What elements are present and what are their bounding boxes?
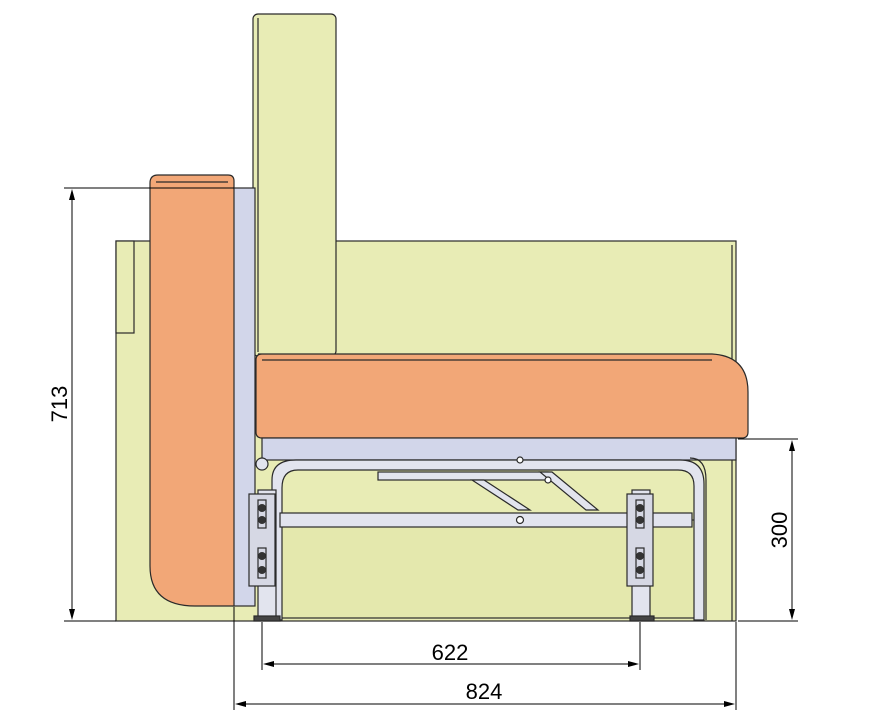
dimension-leg-span-label: 622 <box>432 640 469 665</box>
dimension-height-total-label: 713 <box>47 386 72 423</box>
seat-cushion <box>255 353 749 439</box>
dimension-height-total: 713 <box>47 187 234 622</box>
back-cushion <box>252 13 337 357</box>
dimension-depth-total: 824 <box>233 607 737 710</box>
armrest-cushion <box>149 174 235 607</box>
right-leg <box>626 489 655 622</box>
dimension-seat-height: 300 <box>738 438 798 622</box>
left-leg <box>248 489 281 622</box>
folding-mechanism <box>255 456 707 621</box>
mechanism-crossbar <box>279 512 693 528</box>
dimension-seat-height-label: 300 <box>767 512 792 549</box>
dimension-depth-total-label: 824 <box>466 679 503 704</box>
seat-plate <box>261 437 737 461</box>
dimension-leg-span: 622 <box>261 622 641 670</box>
base-back-tab <box>115 240 135 334</box>
